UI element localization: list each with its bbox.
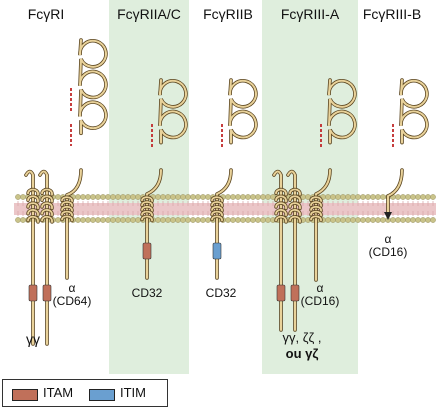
cell-membrane <box>14 194 436 223</box>
shade-fcgriiac <box>109 0 189 374</box>
legend: ITAM ITIM <box>2 379 168 407</box>
label-fcgriiia-chains-2: ou γζ <box>285 346 319 361</box>
title-fcgriiia: FcγRIII-A <box>280 6 340 22</box>
receptor-fcgri <box>24 38 108 346</box>
fcgriiac-helix <box>140 195 154 223</box>
fcgriiib-ig-domains <box>399 78 429 145</box>
fcgriiac-itam <box>142 242 152 260</box>
fcgri-gamma-helix-2 <box>40 187 54 224</box>
fcgriib-chain <box>215 168 233 280</box>
fcgri-alpha-helix <box>60 195 74 223</box>
fcgri-itam-2 <box>42 284 52 302</box>
fcgriiia-alpha-helix <box>309 195 323 223</box>
fcgriib-ig-domains <box>228 78 258 145</box>
label-fcgri-cd64: (CD64) <box>52 294 92 308</box>
fcgri-gamma-helix-1 <box>26 187 40 224</box>
fcgriiib-gpi-anchor <box>384 212 392 220</box>
fcgri-itam-1 <box>28 284 38 302</box>
receptor-fcgriiib <box>384 78 429 220</box>
fcgriiia-ig-domains <box>327 78 357 145</box>
shade-fcgriiia <box>262 0 358 374</box>
fcgriiac-chain <box>145 168 163 280</box>
title-fcgriiac: FcγRIIA/C <box>117 6 181 22</box>
fcgriib-helix <box>210 195 224 223</box>
fcgriiia-itam-2 <box>290 284 300 302</box>
fcgri-ig-domains <box>78 38 108 136</box>
label-fcgriiac-cd32: CD32 <box>131 286 163 300</box>
fcgriiia-alpha-chain <box>314 168 332 282</box>
fcgriiia-signal-helix-2 <box>288 187 302 224</box>
title-fcgri: FcγRI <box>27 6 65 22</box>
receptor-fcgriiac <box>140 78 188 280</box>
title-fcgriiib: FcγRIII-B <box>362 6 422 22</box>
label-fcgriiia-cd16: (CD16) <box>300 294 340 308</box>
legend-itim-swatch <box>89 389 115 401</box>
label-fcgriiib-alpha: α <box>384 232 392 246</box>
legend-itim-label: ITIM <box>120 385 146 400</box>
membrane-tail-band <box>14 203 436 215</box>
fcgri-gamma-chain-2 <box>38 169 49 346</box>
fcgriiac-ig-domains <box>158 78 188 145</box>
label-fcgriiib-cd16: (CD16) <box>368 245 408 259</box>
fcgriib-itim <box>212 242 222 260</box>
legend-itam-label: ITAM <box>43 385 74 400</box>
fcgriiia-signal-helix-1 <box>274 187 288 224</box>
label-fcgriiia-chains-1: γγ, ζζ , <box>282 330 322 345</box>
fcgri-alpha-chain <box>65 168 83 280</box>
label-fcgri-alpha: α <box>68 281 76 295</box>
label-fcgriib-cd32: CD32 <box>205 286 237 300</box>
label-fcgri-gg: γγ <box>26 331 40 347</box>
fcgriiia-signal-chain-1 <box>272 169 283 332</box>
receptor-fcgriib <box>210 78 258 280</box>
receptor-fcgriiia <box>272 78 357 332</box>
legend-itam-swatch <box>12 389 38 401</box>
fcgriiia-signal-chain-2 <box>286 169 297 332</box>
fcgri-gamma-chain-1 <box>24 169 35 346</box>
fcgriiib-chain <box>386 168 404 216</box>
fcgriiia-itam-1 <box>276 284 286 302</box>
label-fcgriiia-alpha: α <box>316 281 324 295</box>
title-fcgriib: FcγRIIB <box>203 6 253 22</box>
